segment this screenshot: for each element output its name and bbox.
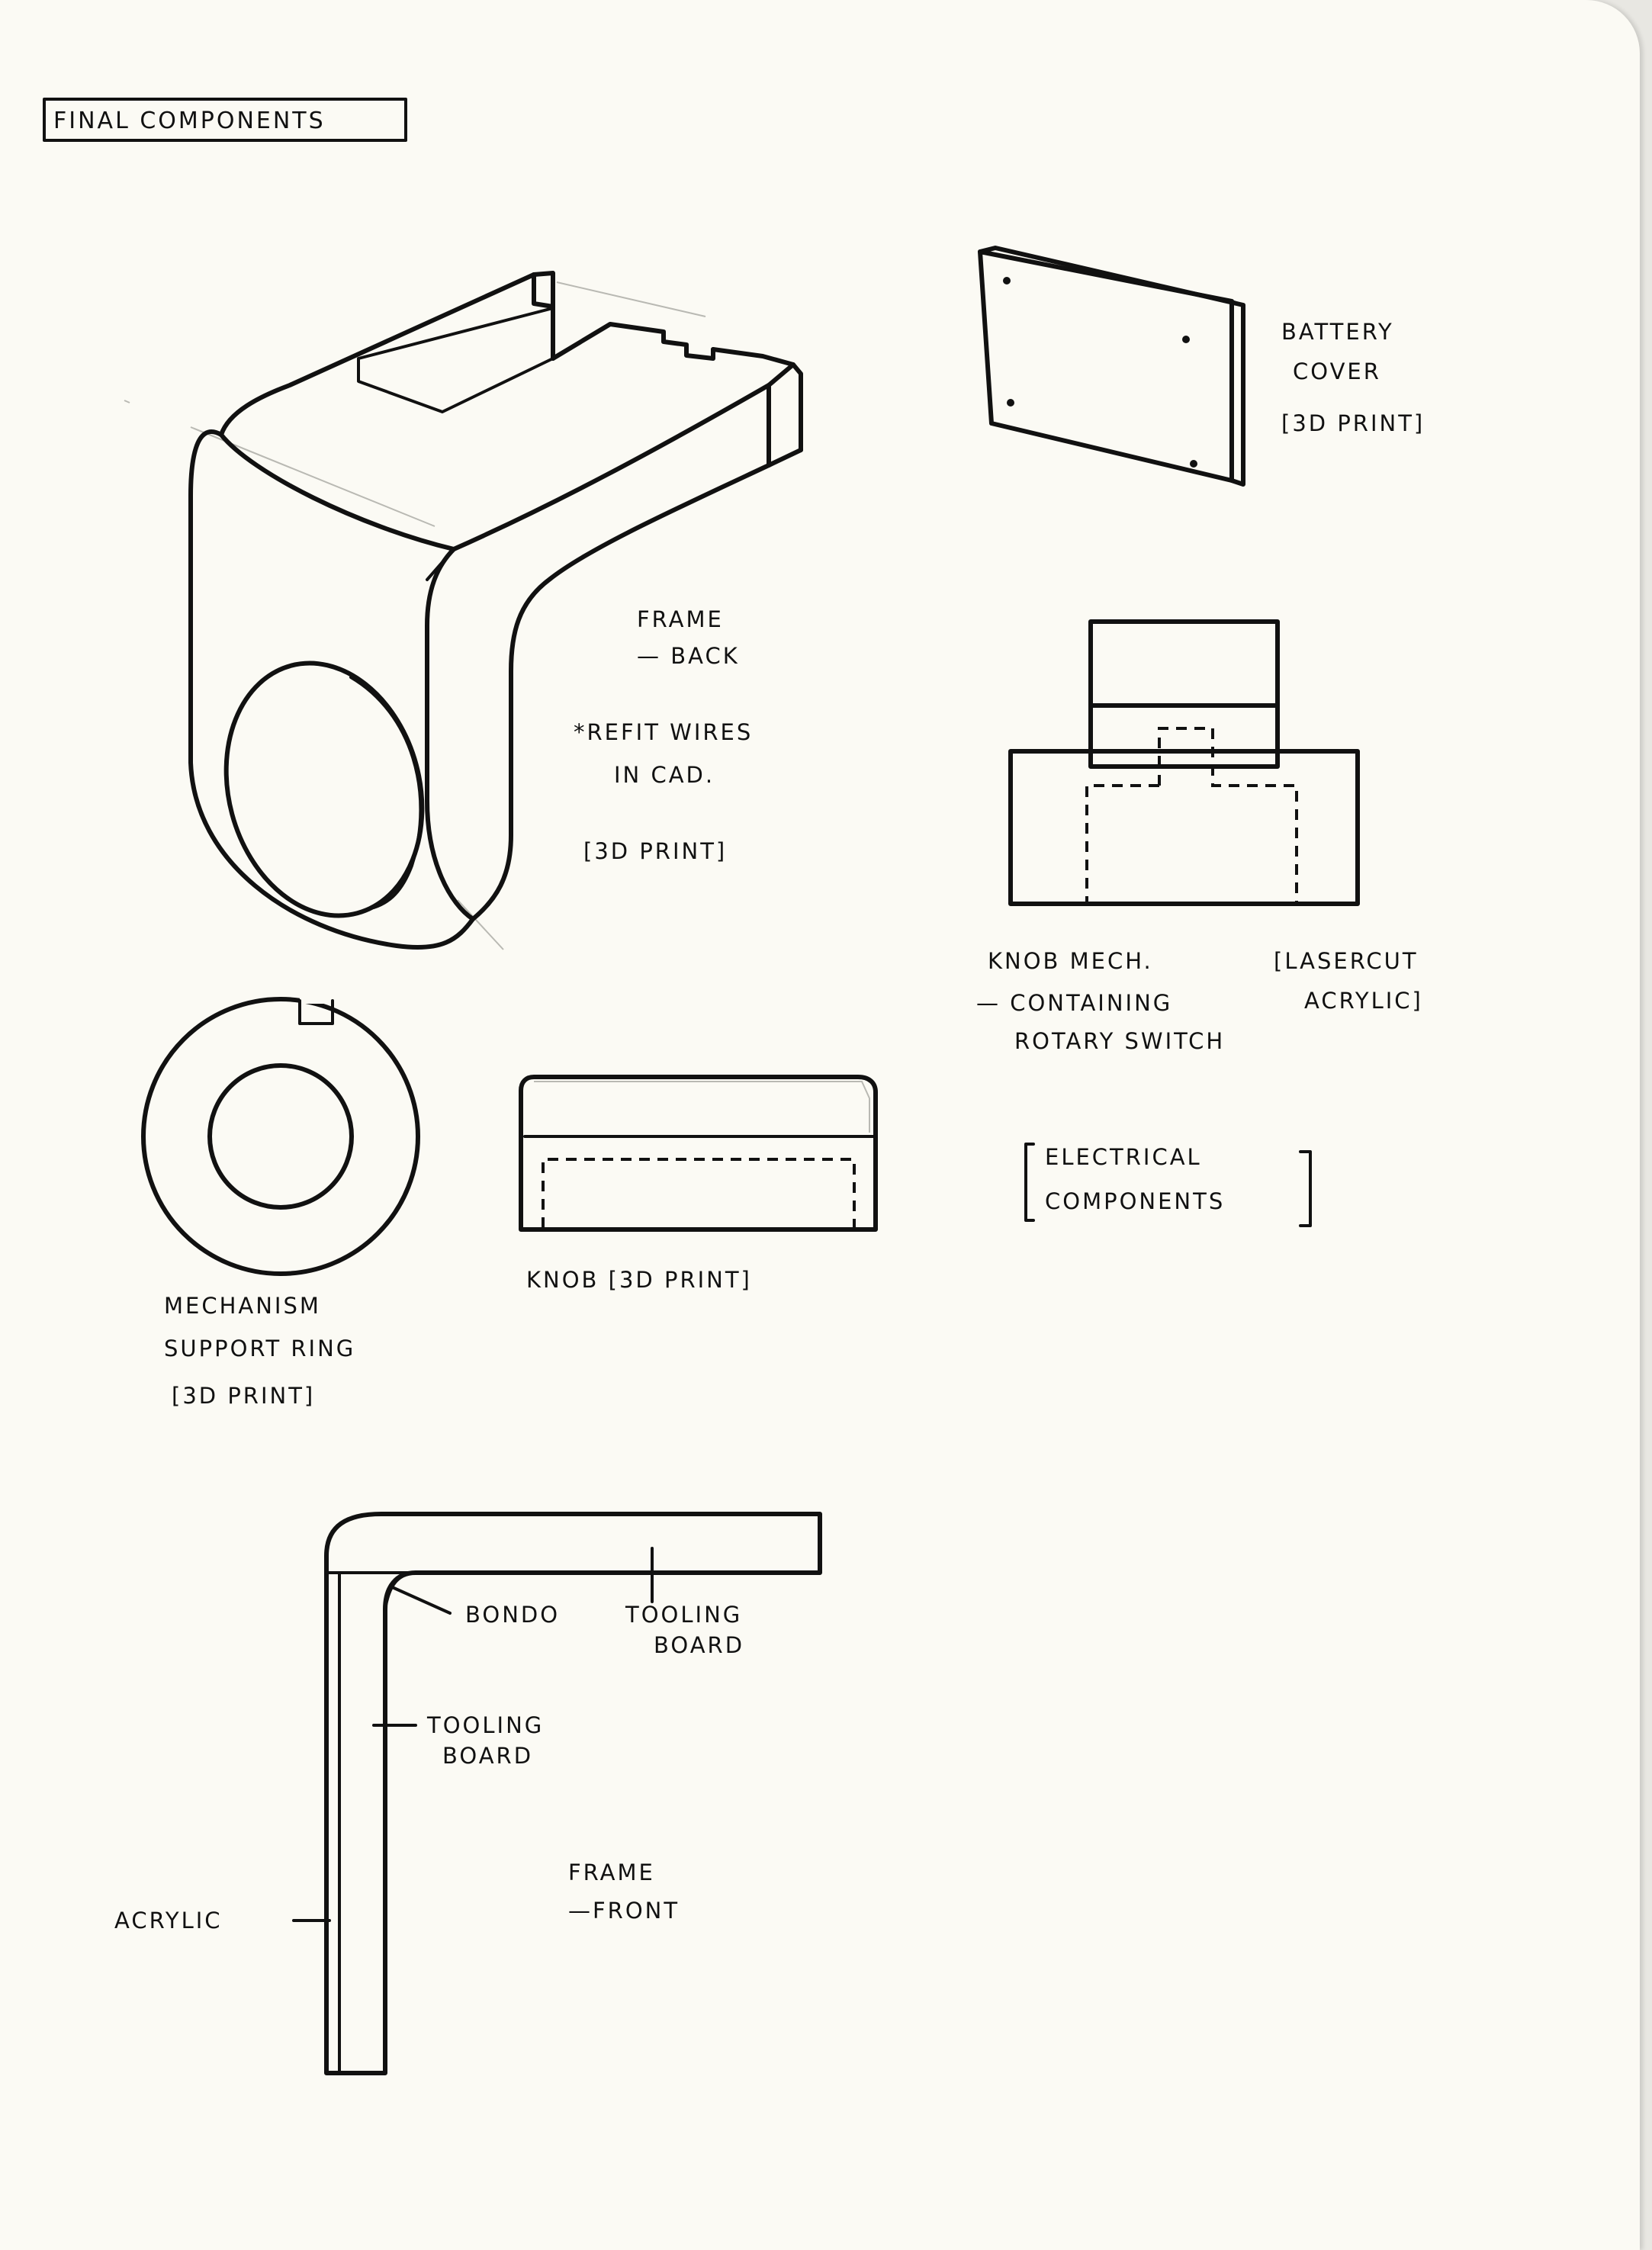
- support-ring-name-1: MECHANISM: [164, 1293, 321, 1319]
- frame-front-drawing: [292, 1512, 822, 2075]
- knob-drawing: [519, 1075, 878, 1232]
- knob-mech-desc-2: ROTARY SWITCH: [1014, 1028, 1225, 1054]
- title-box: FINAL COMPONENTS: [43, 98, 407, 142]
- battery-cover-material: [3D PRINT]: [1281, 410, 1425, 436]
- knob-mech-desc-1: — CONTAINING: [976, 990, 1172, 1016]
- callout-tooling-top-2: BOARD: [654, 1632, 744, 1658]
- screw-hole: [1007, 399, 1014, 407]
- battery-cover-name-1: BATTERY: [1281, 319, 1394, 345]
- support-ring-drawing: [141, 996, 420, 1276]
- knob-label: KNOB [3D PRINT]: [526, 1267, 752, 1293]
- knob-mech-drawing: [1008, 619, 1360, 906]
- frame-back-note-1: *REFIT WIRES: [574, 719, 753, 745]
- frame-front-subname: —FRONT: [568, 1898, 680, 1924]
- callout-tooling-side-1: TOOLING: [426, 1712, 544, 1738]
- battery-cover-name-2: COVER: [1293, 358, 1381, 384]
- frame-back-drawing: [188, 271, 803, 950]
- frame-front-name: FRAME: [568, 1859, 655, 1885]
- electrical-brackets: [1024, 1143, 1312, 1227]
- frame-back-note-2: IN CAD.: [614, 762, 715, 788]
- screw-hole: [1003, 277, 1011, 284]
- knob-mech-material-1: [LASERCUT: [1274, 948, 1419, 974]
- knob-mech-material-2: ACRYLIC]: [1304, 988, 1423, 1014]
- callout-tooling-side-2: BOARD: [442, 1743, 533, 1769]
- callout-bondo: BONDO: [465, 1602, 560, 1628]
- frame-back-material: [3D PRINT]: [583, 838, 727, 864]
- screw-hole: [1190, 460, 1197, 468]
- frame-back-name: FRAME: [637, 606, 724, 632]
- support-ring-name-2: SUPPORT RING: [164, 1336, 355, 1361]
- frame-back-subname: — BACK: [637, 643, 740, 669]
- electrical-line-1: ELECTRICAL: [1045, 1144, 1202, 1170]
- page-title: FINAL COMPONENTS: [53, 108, 326, 134]
- knob-mech-name: KNOB MECH.: [988, 948, 1153, 974]
- support-ring-material: [3D PRINT]: [172, 1383, 315, 1409]
- callout-tooling-top-1: TOOLING: [625, 1602, 742, 1628]
- battery-cover-drawing: [978, 246, 1245, 487]
- screw-hole: [1182, 336, 1190, 343]
- callout-acrylic: ACRYLIC: [114, 1908, 223, 1933]
- electrical-line-2: COMPONENTS: [1045, 1188, 1225, 1214]
